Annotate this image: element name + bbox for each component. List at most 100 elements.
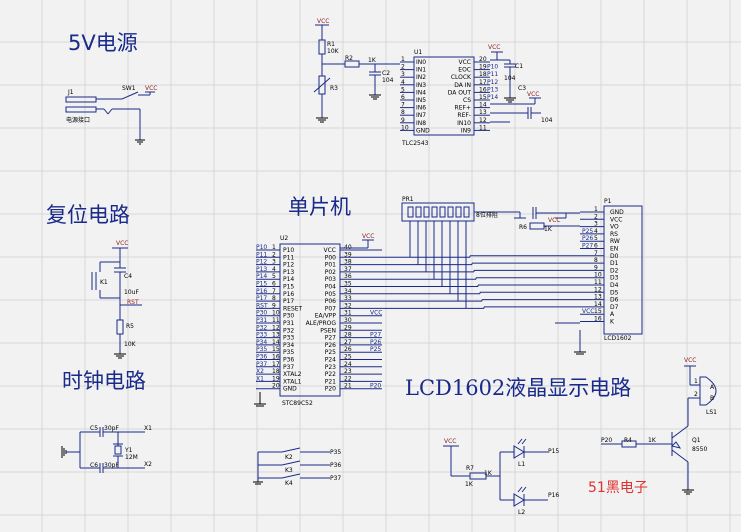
key-contact — [281, 473, 301, 479]
clock-y1-ref: Y1 — [124, 447, 133, 454]
mcu-left-pin-net: P14 — [256, 273, 267, 280]
adc-left-pin-name: GND — [416, 127, 430, 134]
pullup-cell — [431, 206, 438, 218]
power-vcc-label: VCC — [145, 85, 157, 92]
adc-left-pin-num: 1 — [401, 56, 405, 63]
mcu-right-pin-num: 23 — [344, 368, 352, 375]
pullup-cell — [447, 206, 454, 218]
lcd-pin-num: 14 — [594, 301, 602, 308]
power-section: J1 电源接口 SW1 VCC — [65, 85, 157, 145]
leds-net1: P15 — [548, 448, 559, 455]
lcd-pin-net: P26 — [582, 235, 593, 242]
mcu-left-pin-net: P35 — [256, 346, 267, 353]
adc-left-pin-num: 3 — [401, 71, 405, 78]
clock-section: C5 30pF C6 30pF Y1 12M X1 X2 — [61, 425, 152, 473]
mcu-left-pin-num: 3 — [272, 259, 276, 266]
adc-left-pin-name: IN7 — [416, 112, 426, 119]
mcu-left-pin-num: 6 — [272, 281, 276, 288]
lcd-pin-name: EN — [610, 246, 618, 253]
adc-c2-ref: C2 — [382, 70, 390, 77]
mcu-left-pin-name: RESET — [283, 305, 303, 312]
mcu-left-pin-name: P17 — [283, 298, 294, 305]
mcu-left-pin-name: GND — [283, 386, 297, 393]
mcu-left-pin-num: 11 — [272, 317, 280, 324]
leds-section: VCC R7 1K 1K L1 P15 L2 P16 — [443, 438, 559, 516]
mcu-left-pin-net: RST — [256, 302, 268, 309]
clock-x1-net: X1 — [144, 425, 152, 432]
mcu-right-pin-net: P20 — [370, 383, 381, 390]
mcu-left-pin-net: X2 — [256, 368, 264, 375]
mcu-vcc-label: VCC — [362, 233, 374, 240]
adc-vcc3-label: VCC — [527, 91, 539, 98]
mcu-ref: U2 — [280, 235, 288, 242]
lcd-pin-num: 9 — [594, 264, 598, 271]
lcd-r6-ref: R6 — [519, 224, 527, 231]
adc-left-pin-num: 6 — [401, 94, 405, 101]
adc-left-pin-num: 8 — [401, 109, 405, 116]
lcd-pin-name: D3 — [610, 275, 619, 282]
mcu-left-pin-name: P14 — [283, 276, 294, 283]
adc-c2-value: 104 — [382, 77, 394, 84]
adc-r1-value: 10K — [327, 48, 340, 55]
key-ref: K3 — [285, 467, 293, 474]
mcu-left-pin-net: P10 — [256, 244, 267, 251]
leds-vcc-label: VCC — [444, 438, 456, 445]
mcu-right-pin-num: 21 — [344, 383, 352, 390]
mcu-part: STC89C52 — [282, 400, 313, 407]
adc-right-pin-net: P11 — [487, 71, 498, 78]
key-ref: K2 — [285, 454, 293, 461]
adc-right-pin-name: CS — [463, 97, 471, 104]
adc-left-pin-name: IN1 — [416, 67, 426, 74]
adc-left-pin-num: 4 — [401, 79, 405, 86]
mcu-left-pin-num: 17 — [272, 361, 280, 368]
leds-l1-ref: L1 — [518, 461, 525, 468]
clock-c6-ref: C6 — [90, 462, 98, 469]
mcu-left-pin-net: P13 — [256, 266, 267, 273]
mcu-left-pin-net: P32 — [256, 324, 267, 331]
adc-chip-body — [413, 56, 475, 136]
adc-c3-ref: C3 — [518, 85, 526, 92]
adc-left-pin-name: IN0 — [416, 59, 426, 66]
mcu-right-pin-name: P23 — [325, 364, 336, 371]
lcd-pin-net: P27 — [582, 243, 593, 250]
mcu-section: U2 STC89C52 P101P10P112P11P123P12P134P13… — [254, 233, 382, 407]
adc-c3-value: 104 — [541, 117, 553, 124]
adc-left-pin-num: 9 — [401, 117, 405, 124]
clock-y1-value: 12M — [125, 454, 138, 461]
mcu-right-pin-num: 26 — [344, 346, 352, 353]
mcu-left-pin-net: X1 — [256, 375, 264, 382]
adc-vcc2-label: VCC — [488, 44, 500, 51]
mcu-left-pin-name: P32 — [283, 327, 294, 334]
mcu-right-pin-num: 27 — [344, 339, 352, 346]
buzzer-r4-ref: R4 — [624, 437, 632, 444]
lcd-pin-num: 5 — [594, 235, 598, 242]
adc-right-pin-name: VCC — [459, 59, 471, 66]
lcd-pin-name: RS — [610, 231, 618, 238]
lcd-pin-num: 11 — [594, 279, 602, 286]
leds-r7-ref: R7 — [466, 465, 474, 472]
lcd-ref: P1 — [604, 198, 612, 205]
mcu-right-pin-num: 29 — [344, 324, 352, 331]
mcu-left-pin-name: P13 — [283, 269, 294, 276]
lcd-pin-num: 2 — [594, 213, 598, 220]
brand-text: 51黑电子 — [588, 480, 648, 496]
title-mcu: 单片机 — [288, 195, 351, 219]
mcu-left-pin-name: P37 — [283, 364, 294, 371]
lcd-pin-name: D4 — [610, 282, 619, 289]
mcu-right-pin-net: P27 — [370, 332, 381, 339]
buzzer-pin-b: B — [710, 395, 714, 402]
mcu-left-pin-num: 7 — [272, 288, 276, 295]
reset-k1-ref: K1 — [100, 279, 108, 286]
adc-left-pin-name: IN8 — [416, 120, 426, 127]
lcd-pin-name: GND — [610, 209, 624, 216]
mcu-right-pin-name: P03 — [325, 276, 336, 283]
clock-x2-net: X2 — [144, 461, 152, 468]
lcd-pin-name: D2 — [610, 267, 619, 274]
mcu-left-pin-net: P37 — [256, 361, 267, 368]
title-clock: 时钟电路 — [62, 369, 146, 393]
mcu-left-pin-name: P11 — [283, 254, 294, 261]
pullup-array: PR1 8位排阻 — [401, 196, 526, 232]
mcu-right-pin-num: 30 — [344, 317, 352, 324]
mcu-right-pin-num: 33 — [344, 295, 352, 302]
mcu-right-pin-name: P21 — [325, 378, 336, 385]
